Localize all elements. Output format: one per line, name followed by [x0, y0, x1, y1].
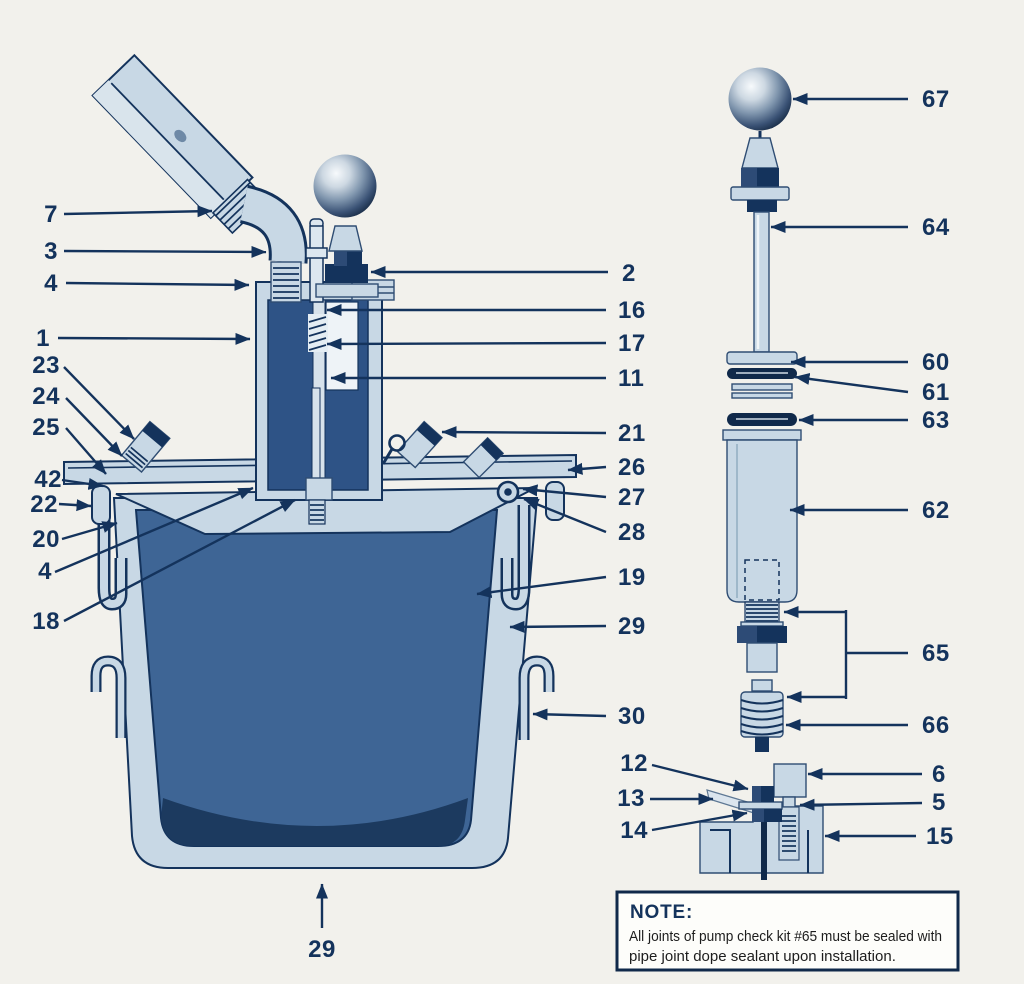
check-valve-stud: [308, 499, 326, 525]
callout-28: 28: [618, 519, 646, 546]
callout-29-side: 29: [618, 613, 646, 640]
filler-plug-fitting: [120, 420, 171, 474]
callout-19: 19: [618, 564, 646, 591]
check-spring: [740, 691, 784, 738]
check-kit-nut: [737, 621, 787, 643]
callout-18: 18: [32, 608, 60, 635]
callout-15: 15: [926, 823, 954, 850]
callout-67: 67: [922, 86, 950, 113]
petcock-lever-handle: [381, 448, 394, 465]
callout-1: 1: [36, 325, 50, 352]
pump-spring: [308, 314, 328, 352]
second-plug-fitting: [462, 436, 505, 479]
follower-disc: [726, 351, 798, 365]
callout-30: 30: [618, 703, 646, 730]
packing-ring-upper: [727, 368, 797, 379]
spout-elbow: [239, 184, 308, 264]
right-clamp-bail: [500, 505, 531, 611]
callout-4-lower: 4: [38, 558, 52, 585]
valve-nut-lower: [752, 809, 782, 822]
callout-5: 5: [932, 789, 946, 816]
callout-3: 3: [44, 238, 58, 265]
callout-26: 26: [618, 454, 646, 481]
seat-threaded-column: [778, 806, 800, 861]
check-valve-seat-assembly: [699, 763, 824, 880]
pump-knob-ball: [313, 154, 377, 218]
rod-gland: [305, 477, 333, 501]
spout-hole: [174, 129, 187, 143]
callout-20: 20: [32, 526, 60, 553]
callout-24: 24: [32, 383, 60, 410]
pump-rod-exploded-view: [722, 67, 802, 752]
callout-63: 63: [922, 407, 950, 434]
callout-29-bottom: 29: [308, 936, 336, 963]
rod-top-nut: [741, 168, 779, 187]
callout-21: 21: [618, 420, 646, 447]
left-clamp-bail: [97, 505, 128, 611]
callout-17: 17: [618, 330, 646, 357]
knob-ball-exploded: [728, 67, 792, 131]
callout-62: 62: [922, 497, 950, 524]
callout-27: 27: [618, 484, 646, 511]
valve-washer-bar: [738, 801, 783, 810]
rod-collar-dark: [747, 200, 777, 212]
callout-2: 2: [622, 260, 636, 287]
callout-11: 11: [618, 365, 644, 392]
check-kit-nipple: [751, 679, 773, 692]
callout-64: 64: [922, 214, 950, 241]
thumbscrew: [496, 480, 520, 504]
callout-6: 6: [932, 761, 946, 788]
callout-22: 22: [30, 491, 58, 518]
callout-14: 14: [620, 817, 648, 844]
callout-23: 23: [32, 352, 60, 379]
check-kit-threads: [744, 601, 780, 623]
pump-rod: [305, 218, 328, 303]
callout-7: 7: [44, 201, 58, 228]
callout-12: 12: [620, 750, 648, 777]
callout-61: 61: [922, 379, 950, 406]
seat-nipple: [782, 796, 796, 808]
tank-cross-section: [63, 53, 577, 869]
packing-ring-lower: [727, 413, 797, 426]
valve-stem: [761, 786, 767, 880]
spout-bushing: [270, 261, 302, 303]
pump-cap: [325, 264, 368, 283]
filler-spout: [91, 53, 269, 235]
left-side-lug: [90, 655, 127, 738]
check-kit-body: [746, 642, 778, 673]
right-side-lug: [518, 655, 555, 740]
note-line-1: All joints of pump check kit #65 must be…: [629, 928, 942, 945]
callout-66: 66: [922, 712, 950, 739]
callout-25: 25: [32, 414, 60, 441]
check-spring-tip: [755, 737, 769, 752]
pump-rod-shaft: [753, 211, 770, 353]
note-line-2: pipe joint dope sealant upon installatio…: [629, 948, 896, 965]
callout-leader-arrows: [54, 93, 923, 928]
pump-rod-lower: [311, 387, 321, 481]
spacer-disc-2: [731, 392, 793, 399]
callout-42: 42: [34, 466, 62, 493]
callout-13: 13: [617, 785, 645, 812]
knob-cone: [328, 225, 363, 252]
seat-block: [773, 763, 807, 798]
callout-65: 65: [922, 640, 950, 667]
valve-nut-upper: [752, 786, 774, 802]
tank-bottom-shading: [161, 798, 468, 846]
pump-head: [313, 154, 379, 298]
petcock-lever-ring: [388, 434, 406, 452]
petcock-fitting: [396, 420, 443, 469]
knob-cone-exploded: [741, 137, 779, 169]
plunger-cylinder: [722, 429, 802, 603]
callout-60: 60: [922, 349, 950, 376]
callout-labels: 7 3 4 1 23 24 25 42 22 20 4 18 2 16 17 1…: [30, 86, 953, 963]
spacer-disc-1: [731, 383, 793, 391]
note-box: NOTE: All joints of pump check kit #65 m…: [615, 890, 960, 972]
callout-4-upper: 4: [44, 270, 58, 297]
check-kit-bracket: [783, 606, 908, 703]
tank-interior: [134, 509, 499, 847]
rod-flange: [730, 186, 790, 201]
note-heading: NOTE:: [630, 902, 693, 923]
callout-16: 16: [618, 297, 646, 324]
